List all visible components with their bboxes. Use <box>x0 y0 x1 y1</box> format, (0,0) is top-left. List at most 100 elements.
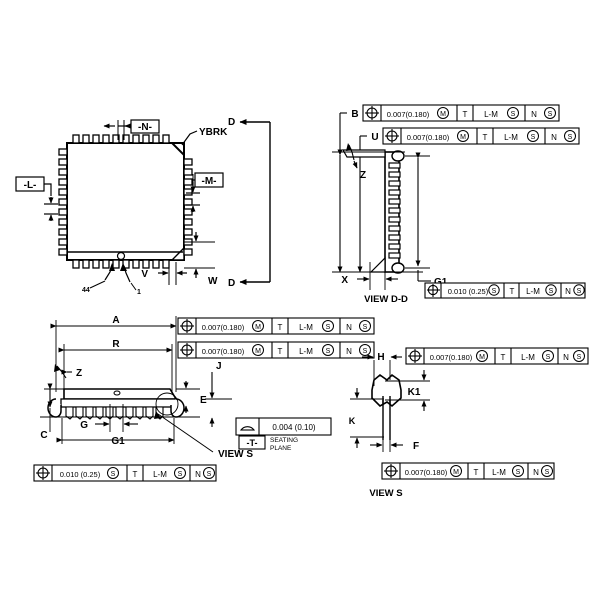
fcf-side1-tolerance: 0.007(0.180) <box>202 323 245 332</box>
fcf-dd-2: 0.007(0.180) M T L-M S N S <box>382 127 580 145</box>
fcf-views-bot-datum-n: N <box>533 468 539 477</box>
view-dd-caption: VIEW D-D <box>364 294 408 305</box>
dim-g1-side-label: G1 <box>111 436 125 447</box>
pin1-index-side <box>113 390 121 396</box>
fcf-views-top-datum-t: T <box>501 353 506 362</box>
fcf-views-top-mod-lm: S <box>546 354 551 361</box>
position-symbol <box>384 464 398 478</box>
fcf-views-bottom: 0.007(0.180) M T L-M S N S <box>381 462 555 480</box>
fcf-dd1-tolerance: 0.007(0.180) <box>387 110 430 119</box>
fcf-side1-mod-lm: S <box>326 324 331 331</box>
fcf-dd1-datum-t: T <box>463 110 468 119</box>
fcf-views-bot-datum-t: T <box>474 468 479 477</box>
side-leads-stack <box>388 162 401 259</box>
fcf-dd-1: 0.007(0.180) M T L-M S N S <box>362 104 560 122</box>
fcf-dd2-datum-n: N <box>551 133 557 142</box>
pin-1-label: 1 <box>137 289 141 296</box>
dim-j-label: J <box>216 361 222 372</box>
fcf-views-bot-mod-lm: S <box>516 469 521 476</box>
dim-a-label: A <box>112 315 119 326</box>
datum-m-label: -M- <box>202 176 217 187</box>
ybrk-label: YBRK <box>199 127 228 138</box>
fcf-dd2-material-mod: M <box>460 134 466 141</box>
dim-k-label: K <box>349 416 356 426</box>
dim-h-label: H <box>377 352 384 363</box>
fcf-dd3-mod-n: S <box>577 288 582 295</box>
position-symbol <box>427 284 440 297</box>
dim-w-label: W <box>208 276 218 287</box>
fcf-dd2-datum-lm: L-M <box>504 133 518 142</box>
position-symbol <box>408 349 422 363</box>
fcf-side2-material-mod: M <box>255 348 261 355</box>
fcf-views-bot-datum-lm: L-M <box>492 468 506 477</box>
fcf-side1-datum-n: N <box>346 323 352 332</box>
dim-z-dd-label: Z <box>360 170 366 181</box>
fcf-views-top-mod-n: S <box>577 354 582 361</box>
dim-e-label: E <box>200 395 207 406</box>
top-chamfer-face <box>341 149 386 158</box>
lead-shoulder-band <box>60 398 177 408</box>
fcf-side2-datum-t: T <box>278 347 283 356</box>
lead-cross-section <box>371 373 402 408</box>
pin-44-label: 44 <box>82 287 90 294</box>
datum-t-label: -T- <box>247 438 258 448</box>
fcf-side-3: 0.010 (0.25) S T L-M S N S <box>33 464 217 482</box>
view-s-leader-label: VIEW S <box>218 449 253 460</box>
seating-plane-callout: 0.004 (0.10) -T- SEATING PLANE <box>235 417 332 452</box>
fcf-side1-datum-lm: L-M <box>299 323 313 332</box>
package-body-outline <box>66 142 185 261</box>
view-s-caption: VIEW S <box>369 488 402 499</box>
fcf-views-bot-tolerance: 0.007(0.180) <box>405 468 448 477</box>
top-view: -N- -L- -M- YBRK D D <box>15 117 271 296</box>
fcf-dd1-mod-lm: S <box>511 111 516 118</box>
view-dd: 0.007(0.180) M T L-M S N S 0.007(0.180) <box>332 104 586 305</box>
fcf-side2-datum-lm: L-M <box>299 347 313 356</box>
dim-g-label: G <box>80 420 88 431</box>
leads-top <box>72 134 170 144</box>
ybrk-leader <box>181 130 198 146</box>
fcf-dd2-mod-lm: S <box>531 134 536 141</box>
fcf-dd3-mod-lm: S <box>549 288 554 295</box>
fcf-dd3-tolerance: 0.010 (0.25) <box>448 287 489 296</box>
seating-tolerance: 0.004 (0.10) <box>272 423 315 432</box>
view-s: 0.007(0.180) M T L-M S N S H K1 <box>349 347 589 499</box>
fcf-views-bot-mod-n: S <box>545 469 550 476</box>
fcf-dd2-datum-t: T <box>483 133 488 142</box>
dim-f-label: F <box>413 441 419 452</box>
fcf-dd-3: 0.010 (0.25) S T L-M S N S <box>424 282 586 299</box>
fcf-dd3-datum-n: N <box>565 287 571 296</box>
fcf-side1-datum-t: T <box>278 323 283 332</box>
dim-z-side-label: Z <box>76 368 82 379</box>
fcf-views-top-tolerance: 0.007(0.180) <box>430 353 473 362</box>
fcf-dd3-material-mod: S <box>492 288 497 295</box>
position-symbol <box>180 343 194 357</box>
section-d-bottom-label: D <box>228 278 235 289</box>
fcf-views-bot-material-mod: M <box>453 469 459 476</box>
dim-b-label: B <box>351 109 358 120</box>
fcf-dd2-mod-n: S <box>568 134 573 141</box>
fcf-side1-material-mod: M <box>255 324 261 331</box>
seating-line2: PLANE <box>270 445 292 452</box>
fcf-dd3-datum-t: T <box>510 287 515 296</box>
datum-l-label: -L- <box>24 180 37 191</box>
leads-bottom <box>72 259 170 269</box>
fcf-side3-material-mod: S <box>111 471 116 478</box>
fcf-side3-mod-n: S <box>207 471 212 478</box>
dim-c-label: C <box>40 430 47 441</box>
fcf-dd1-datum-n: N <box>531 110 537 119</box>
dim-r-label: R <box>112 339 120 350</box>
position-symbol <box>36 466 50 480</box>
side-view: 0.007(0.180) M T L-M S N S 0.007(0.180) <box>33 315 375 482</box>
pin1-index-dot <box>116 251 126 261</box>
fcf-dd1-mod-n: S <box>548 111 553 118</box>
lead-roll-top <box>391 150 405 162</box>
fcf-side2-tolerance: 0.007(0.180) <box>202 347 245 356</box>
fcf-side3-datum-n: N <box>195 470 201 479</box>
fcf-views-top-datum-n: N <box>563 353 569 362</box>
section-d-top-label: D <box>228 117 235 128</box>
leads-left <box>58 148 68 256</box>
datum-n-label: -N- <box>138 122 152 133</box>
fcf-views-top: 0.007(0.180) M T L-M S N S <box>405 347 589 365</box>
